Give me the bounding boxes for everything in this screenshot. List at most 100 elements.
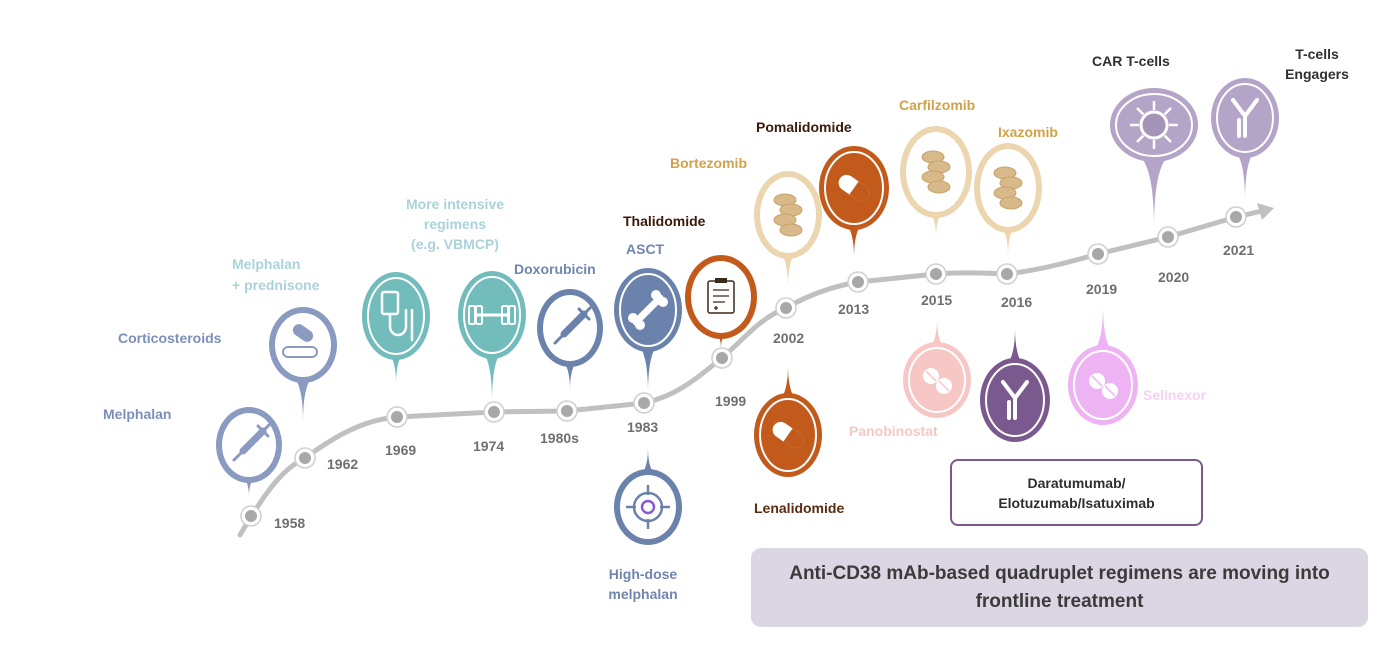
target-icon-center — [640, 499, 656, 515]
pin-inner-ring — [463, 276, 521, 354]
bone-knob — [658, 297, 668, 307]
pin-marker — [900, 126, 972, 238]
timeline-node-dot — [1092, 248, 1104, 260]
pin-inner-ring — [1115, 93, 1193, 157]
target-icon-cross — [626, 485, 670, 529]
dumbbell-plate — [475, 305, 483, 325]
label-high-dose-line2: melphalan — [608, 586, 678, 602]
timeline-node — [1225, 206, 1247, 228]
timeline-node-dot — [488, 406, 500, 418]
timeline-node-dot — [1001, 268, 1013, 280]
pin-stem — [1083, 305, 1123, 357]
timeline-node-dot — [780, 302, 792, 314]
bone-icon — [632, 294, 664, 326]
pin-stem — [284, 372, 322, 422]
timeline-node — [996, 263, 1018, 285]
label-melphalan-prednisone-line2: + prednisone — [232, 277, 320, 293]
antibody-box: Daratumumab/ Elotuzumab/Isatuximab — [950, 459, 1203, 526]
antibody-icon — [1231, 98, 1259, 138]
year-label: 1974 — [473, 438, 505, 454]
syringe-icon-needle — [553, 306, 592, 345]
timeline-arrowhead — [1257, 203, 1274, 220]
year-label: 1969 — [385, 442, 417, 458]
pin-marker — [903, 318, 971, 418]
pin-marker — [537, 289, 603, 390]
label-more-intensive-line3: (e.g. VBMCP) — [411, 236, 499, 252]
pin-marker — [974, 143, 1042, 257]
pin-marker — [1211, 78, 1279, 201]
pin-stem — [916, 205, 956, 238]
dumbbell-plate — [508, 305, 516, 325]
year-label: 2015 — [921, 292, 953, 308]
protein-coil — [999, 196, 1023, 210]
antibody-icon — [1001, 380, 1029, 420]
label-t-cell-engagers: T-cells Engagers — [1282, 44, 1352, 84]
year-label: 2020 — [1158, 269, 1190, 285]
timeline-node-dot — [561, 405, 573, 417]
label-thalidomide: Thalidomide — [623, 213, 706, 229]
pin-stem — [230, 472, 268, 497]
timeline-node — [294, 447, 316, 469]
car-t-receptor — [1163, 107, 1172, 116]
pin-stem — [629, 448, 667, 480]
label-melphalan-prednisone-line1: Melphalan — [232, 256, 301, 272]
timeline-node — [483, 401, 505, 423]
pin-inner-ring — [1216, 83, 1274, 153]
label-melphalan: Melphalan — [103, 406, 172, 422]
pin-stem — [1129, 151, 1179, 228]
pin-marker — [614, 268, 682, 393]
iv-line-icon — [388, 308, 414, 342]
pin-inner-ring — [908, 347, 966, 413]
timeline-node — [240, 505, 262, 527]
pin-stem — [1226, 146, 1264, 201]
bone-knob — [651, 290, 661, 300]
label-high-dose-melphalan: High-dose melphalan — [598, 564, 688, 604]
car-t-cell-icon — [1139, 110, 1169, 140]
pin-stem — [551, 356, 589, 390]
timeline-node — [1157, 226, 1179, 248]
label-selinexor: Selinexor — [1143, 387, 1207, 403]
pin-inner-ring — [619, 273, 677, 347]
label-doxorubicin: Doxorubicin — [514, 261, 596, 277]
label-corticosteroids: Corticosteroids — [118, 330, 222, 346]
label-ixazomib: Ixazomib — [998, 124, 1058, 140]
timeline-node-dot — [299, 452, 311, 464]
timeline-node-dot — [391, 411, 403, 423]
label-lenalidomide: Lenalidomide — [754, 500, 845, 516]
pin-inner — [620, 475, 676, 539]
timeline-node-dot — [716, 352, 728, 364]
pin-inner-ring — [759, 398, 817, 472]
pin-head — [362, 272, 430, 360]
pin-inner-ring — [824, 151, 884, 225]
year-label: 2016 — [1001, 294, 1033, 310]
year-label: 1983 — [627, 419, 659, 435]
label-t-cell-engagers-line2: Engagers — [1285, 66, 1349, 82]
timeline-node-dot — [1162, 231, 1174, 243]
pin-marker — [216, 407, 282, 497]
year-label: 1958 — [274, 515, 306, 531]
bone-knob — [628, 313, 638, 323]
year-label: 2021 — [1223, 242, 1255, 258]
tablet-score — [925, 370, 950, 392]
timeline-node-dot — [930, 268, 942, 280]
antibody-box-line2: Elotuzumab/Isatuximab — [998, 494, 1155, 511]
capsule-icon — [772, 421, 804, 449]
pin-inner-ring — [985, 363, 1045, 437]
pin-stem — [918, 318, 956, 353]
pin-marker — [458, 271, 526, 402]
car-t-receptor — [1136, 134, 1145, 143]
pin-inner-ring — [367, 277, 425, 355]
timeline-node-dot — [638, 397, 650, 409]
pin-marker — [269, 307, 337, 422]
pin-stem — [769, 246, 807, 288]
protein-coil — [927, 180, 951, 194]
label-t-cell-engagers-line1: T-cells — [1295, 46, 1339, 62]
pin-marker — [819, 146, 889, 258]
timeline-node — [633, 392, 655, 414]
label-panobinostat: Panobinostat — [849, 423, 938, 439]
pin-marker — [754, 171, 822, 288]
capsule-half — [783, 428, 804, 449]
label-bortezomib: Bortezomib — [670, 155, 747, 171]
year-label: 1999 — [715, 393, 747, 409]
